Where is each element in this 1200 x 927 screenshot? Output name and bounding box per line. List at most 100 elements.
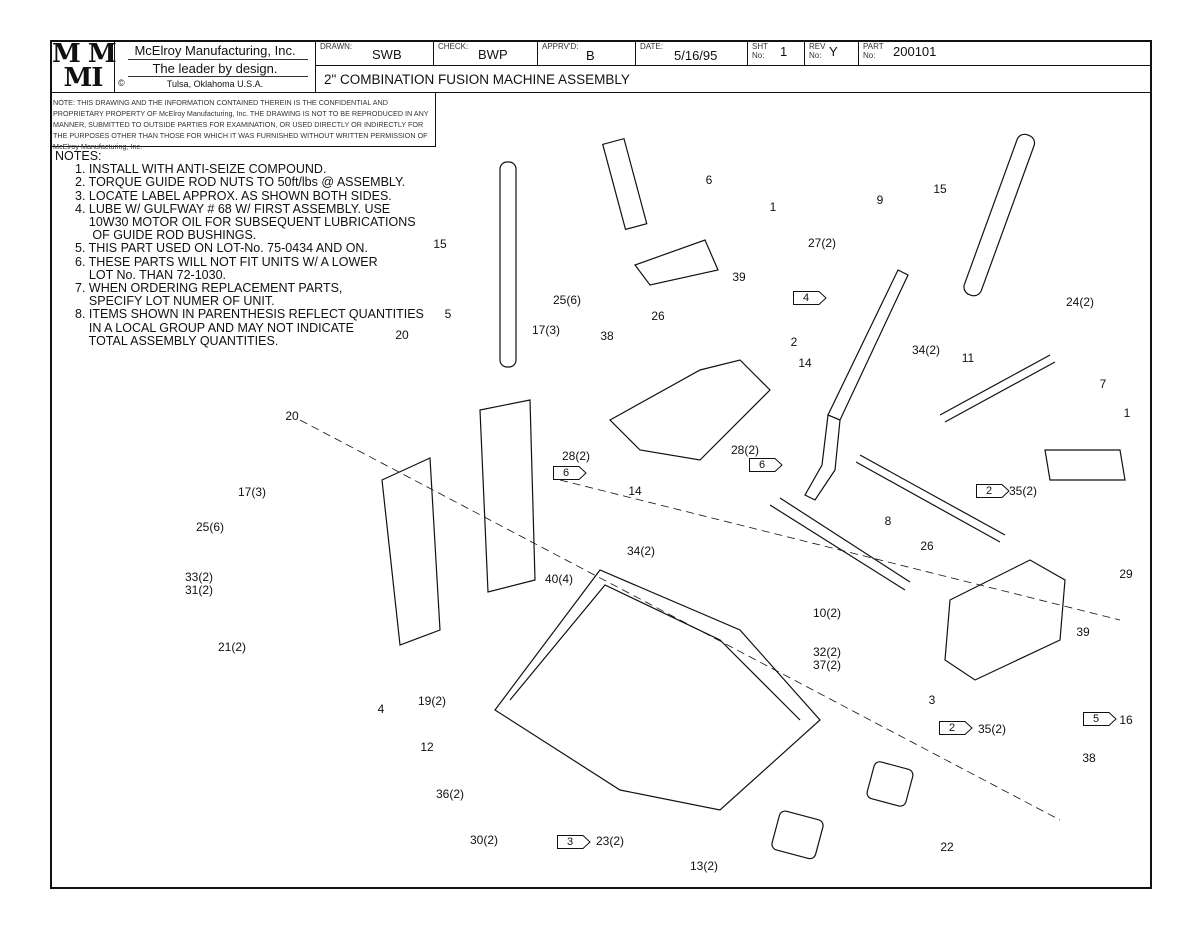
note-line: 7. WHEN ORDERING REPLACEMENT PARTS,	[75, 281, 343, 296]
part-callout: 21(2)	[217, 640, 247, 654]
part-callout: 19(2)	[417, 694, 447, 708]
part-callout: 5	[444, 307, 452, 321]
part-callout: 28(2)	[561, 449, 591, 463]
part-callout: 35(2)	[977, 722, 1007, 736]
notes: NOTES: 1. INSTALL WITH ANTI-SEIZE COMPOU…	[55, 149, 424, 348]
part-callout: 37(2)	[812, 658, 842, 672]
part-callout: 38	[600, 329, 614, 343]
clamp-jaw-1-upper	[634, 239, 719, 286]
date-cell: DATE:5/16/95	[636, 40, 748, 66]
part-callout: 26	[651, 309, 665, 323]
part-callout: 17(3)	[531, 323, 561, 337]
notes-heading: NOTES:	[55, 149, 102, 163]
part-callout: 14	[798, 356, 812, 370]
part-callout: 22	[940, 840, 954, 854]
part-callout: 38	[1082, 751, 1096, 765]
base-frame-12	[494, 569, 821, 811]
note-line: 6. THESE PARTS WILL NOT FIT UNITS W/ A L…	[75, 254, 378, 269]
copyright-icon: ©	[118, 78, 125, 88]
note-line: 8. ITEMS SHOWN IN PARENTHESIS REFLECT QU…	[75, 307, 424, 322]
part-callout: 12	[420, 740, 434, 754]
part-callout: 11	[961, 351, 975, 365]
guide-rod-left	[499, 161, 517, 368]
part-callout: 15	[933, 182, 947, 196]
note-line: 2. TORQUE GUIDE ROD NUTS TO 50ft/lbs @ A…	[75, 175, 406, 190]
part-callout: 25(6)	[195, 520, 225, 534]
sheet-cell: SHT No:1	[748, 40, 805, 66]
clamp-3	[944, 559, 1066, 681]
part-value: 200101	[893, 44, 937, 59]
date-value: 5/16/95	[674, 48, 718, 63]
note-flag: 5	[1083, 712, 1117, 726]
sheet-value: 1	[780, 44, 788, 59]
note-line: LOT No. THAN 72-1030.	[75, 267, 226, 282]
part-callout: 24(2)	[1065, 295, 1095, 309]
part-callout: 26	[920, 539, 934, 553]
note-flag: 6	[553, 466, 587, 480]
note-line: 10W30 MOTOR OIL FOR SUBSEQUENT LUBRICATI…	[75, 215, 416, 230]
note-flag: 2	[939, 721, 973, 735]
part-cell: PART No:200101	[859, 40, 1150, 66]
note-line: 3. LOCATE LABEL APPROX. AS SHOWN BOTH SI…	[75, 188, 392, 203]
part-callout: 33(2)	[184, 570, 214, 584]
note-line: 1. INSTALL WITH ANTI-SEIZE COMPOUND.	[75, 162, 327, 177]
part-callout: 34(2)	[626, 544, 656, 558]
part-callout: 30(2)	[469, 833, 499, 847]
part-callout: 34(2)	[911, 343, 941, 357]
part-callout: 20	[285, 409, 299, 423]
part-callout: 32(2)	[812, 645, 842, 659]
part-callout: 7	[1099, 377, 1107, 391]
rev-cell: REV No:Y	[805, 40, 859, 66]
part-callout: 35(2)	[1008, 484, 1038, 498]
title-cell: 2" COMBINATION FUSION MACHINE ASSEMBLY	[316, 66, 1150, 93]
part-callout: 1	[1123, 406, 1131, 420]
part-callout: 4	[377, 702, 385, 716]
drawn-cell: DRAWN:SWB	[316, 40, 434, 66]
part-callout: 16	[1119, 713, 1133, 727]
part-callout: 25(6)	[552, 293, 582, 307]
plate-4	[381, 457, 441, 646]
confidential-note: NOTE: THIS DRAWING AND THE INFORMATION C…	[53, 98, 429, 151]
part-callout: 13(2)	[689, 859, 719, 873]
housing-5	[479, 399, 536, 593]
part-callout: 31(2)	[184, 583, 214, 597]
apprvd-value: B	[586, 48, 595, 63]
rod-11	[939, 354, 1056, 423]
note-line: IN A LOCAL GROUP AND MAY NOT INDICATE	[75, 320, 355, 335]
part-callout: 36(2)	[435, 787, 465, 801]
part-callout: 6	[705, 173, 713, 187]
part-callout: 29	[1119, 567, 1133, 581]
part-callout: 14	[628, 484, 642, 498]
rod-8	[769, 454, 1006, 591]
note-flag: 4	[793, 291, 827, 305]
guide-rod-right	[963, 133, 1036, 297]
part-callout: 23(2)	[595, 834, 625, 848]
slogan: The leader by design.	[152, 61, 278, 76]
drawing-title: 2" COMBINATION FUSION MACHINE ASSEMBLY	[324, 72, 630, 87]
note-line: SPECIFY LOT NUMER OF UNIT.	[75, 294, 275, 309]
logo-box	[50, 40, 115, 93]
confidential-box: NOTE: THIS DRAWING AND THE INFORMATION C…	[50, 93, 436, 151]
clamp-jaw-1-right	[1044, 449, 1126, 481]
part-callout: 39	[1076, 625, 1090, 639]
rev-value: Y	[829, 44, 838, 59]
location: Tulsa, Oklahoma U.S.A.	[166, 79, 264, 89]
drawn-value: SWB	[372, 47, 402, 62]
part-callout: 10(2)	[812, 606, 842, 620]
part-callout: 2	[790, 335, 798, 349]
part-callout: 27(2)	[807, 236, 837, 250]
part-callout: 15	[433, 237, 447, 251]
part-callout: 20	[395, 328, 409, 342]
knob-22	[771, 761, 914, 860]
note-flag: 2	[976, 484, 1010, 498]
part-callout: 39	[732, 270, 746, 284]
apprvd-cell: APPRV'D:B	[538, 40, 636, 66]
check-value: BWP	[478, 47, 508, 62]
part-callout: 17(3)	[237, 485, 267, 499]
note-line: 4. LUBE W/ GULFWAY # 68 W/ FIRST ASSEMBL…	[75, 201, 391, 216]
lever-handle-9	[804, 269, 909, 501]
part-callout: 28(2)	[730, 443, 760, 457]
part-callout: 8	[884, 514, 892, 528]
